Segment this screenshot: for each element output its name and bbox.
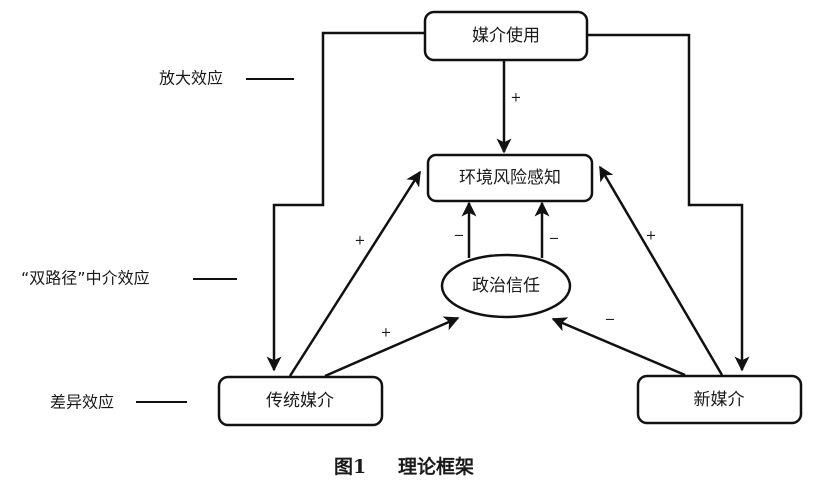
- node-traditional-media-label: 传统媒介: [266, 391, 334, 411]
- label-difference-effect: 差异效应: [50, 393, 114, 412]
- node-media-use-label: 媒介使用: [472, 25, 540, 46]
- edge-media-use-to-new: [587, 33, 750, 372]
- edge-new-to-risk: [598, 165, 724, 376]
- edge-traditional-to-risk: [288, 170, 422, 377]
- edge-media-use-to-traditional: [266, 31, 424, 372]
- sign-new-to-trust: −: [605, 313, 616, 328]
- node-traditional-media: 传统媒介: [217, 375, 384, 427]
- node-risk-perception: 环境风险感知: [426, 153, 594, 203]
- sign-traditional-to-risk: +: [355, 234, 366, 249]
- edges: [266, 31, 750, 378]
- node-new-media-label: 新媒介: [694, 390, 745, 410]
- node-political-trust-label: 政治信任: [472, 276, 540, 296]
- sign-new-to-risk: +: [646, 229, 657, 244]
- figure-caption: 图1 理论框架: [334, 455, 474, 478]
- sign-traditional-to-trust: +: [381, 326, 392, 341]
- label-amplification-effect: 放大效应: [159, 69, 223, 88]
- node-media-use: 媒介使用: [423, 10, 589, 62]
- node-new-media: 新媒介: [636, 374, 803, 425]
- side-labels: 放大效应 “双路径”中介效应 差异效应: [21, 69, 294, 412]
- sign-media-use-to-risk: +: [511, 91, 522, 106]
- edge-new-to-trust: [551, 317, 686, 377]
- figure-number: 图1: [334, 456, 366, 478]
- label-dual-path-mediation: “双路径”中介效应: [21, 269, 150, 288]
- edge-signs: + + + + − − −: [355, 91, 657, 341]
- sign-trust-to-risk-left: −: [454, 229, 465, 244]
- node-political-trust: 政治信任: [440, 253, 572, 319]
- figure-title: 理论框架: [398, 455, 474, 478]
- node-risk-perception-label: 环境风险感知: [459, 168, 561, 188]
- edge-traditional-to-trust: [324, 316, 460, 378]
- sign-trust-to-risk-right: −: [549, 232, 560, 247]
